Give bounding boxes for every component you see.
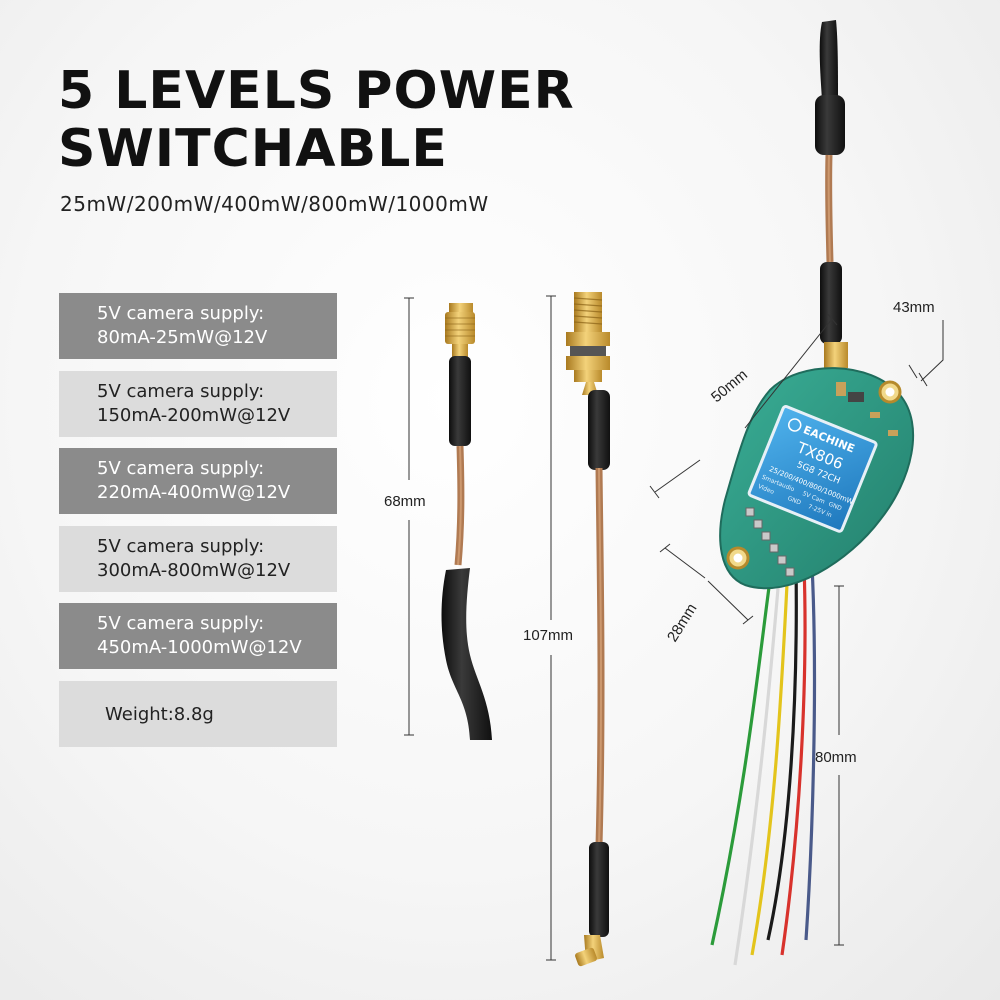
spec-value: 300mA-800mW@12V [97, 560, 291, 581]
heat-shrink-lower [589, 842, 609, 937]
heat-shrink-upper [588, 390, 610, 470]
power-video-wires [710, 564, 817, 966]
heat-shrink-upper [449, 356, 471, 446]
headline-line1: 5 LEVELS POWER [58, 61, 575, 121]
spec-label: 5V camera supply: [97, 613, 265, 634]
solder-pads [745, 507, 795, 577]
dim-label-43mm: 43mm [893, 299, 935, 316]
pin-label: GND [786, 495, 802, 507]
dim-label-80mm: 80mm [815, 749, 857, 766]
weight-box: Weight:8.8g [59, 681, 337, 747]
spec-value: 80mA-25mW@12V [97, 327, 268, 348]
spec-label: 5V camera supply: [97, 458, 265, 479]
spec-value: 450mA-1000mW@12V [97, 637, 302, 658]
headline: 5 LEVELS POWER SWITCHABLE [58, 62, 575, 178]
spec-box-800mw: 5V camera supply: 300mA-800mW@12V [59, 526, 337, 592]
spec-label: 5V camera supply: [97, 536, 265, 557]
pin-label: GND [827, 501, 843, 513]
antenna-lead-top [819, 20, 838, 100]
sma-pigtail-cable [566, 292, 610, 967]
smd-component [848, 392, 864, 402]
board-dimension-lines [649, 312, 944, 946]
dimension-line-68mm [404, 297, 414, 736]
dim-label-107mm: 107mm [523, 627, 574, 644]
weight-text: Weight:8.8g [105, 704, 214, 725]
spec-box-25mw: 5V camera supply: 80mA-25mW@12V [59, 293, 337, 359]
spec-box-400mw: 5V camera supply: 220mA-400mW@12V [59, 448, 337, 514]
spec-box-1000mw: 5V camera supply: 450mA-1000mW@12V [59, 603, 337, 669]
eachine-logo-icon [787, 418, 802, 432]
headline-line2: SWITCHABLE [58, 119, 448, 179]
vtx-assembly: EACHINE TX806 5G8 72CH 25/200/400/800/10… [710, 20, 915, 966]
spec-label: 5V camera supply: [97, 381, 265, 402]
spec-value: 150mA-200mW@12V [97, 405, 291, 426]
power-levels-subtitle: 25mW/200mW/400mW/800mW/1000mW [60, 192, 489, 216]
spec-box-200mw: 5V camera supply: 150mA-200mW@12V [59, 371, 337, 437]
black-antenna-lead [441, 568, 492, 740]
spec-value: 220mA-400mW@12V [97, 482, 291, 503]
mmcx-socket [824, 342, 848, 368]
sma-nut [566, 332, 610, 346]
spec-label: 5V camera supply: [97, 303, 265, 324]
mmcx-tip [449, 303, 473, 313]
dimension-line-107mm [546, 295, 556, 961]
mmcx-pigtail-cable [441, 303, 492, 740]
mmcx-knurl [445, 312, 475, 344]
dim-label-68mm: 68mm [384, 493, 426, 510]
